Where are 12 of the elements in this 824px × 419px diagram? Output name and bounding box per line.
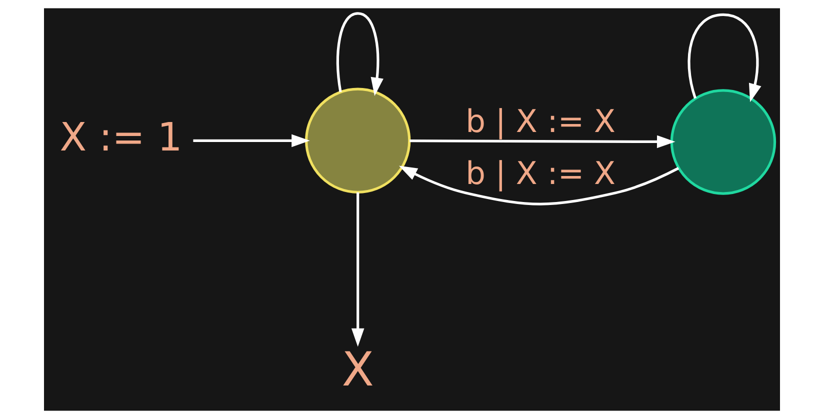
arrow	[193, 134, 310, 148]
node-text: X	[342, 342, 374, 398]
edge-label: b | X := X	[466, 104, 616, 140]
arrow	[688, 13, 762, 102]
arrow	[398, 166, 680, 206]
node-circle	[305, 88, 411, 194]
arrow	[336, 12, 384, 96]
arrow	[351, 192, 364, 347]
node-circle	[670, 89, 776, 195]
arrow	[410, 135, 676, 148]
edge-label: b | X := X	[466, 156, 616, 192]
node-text: X := 1	[60, 115, 182, 160]
